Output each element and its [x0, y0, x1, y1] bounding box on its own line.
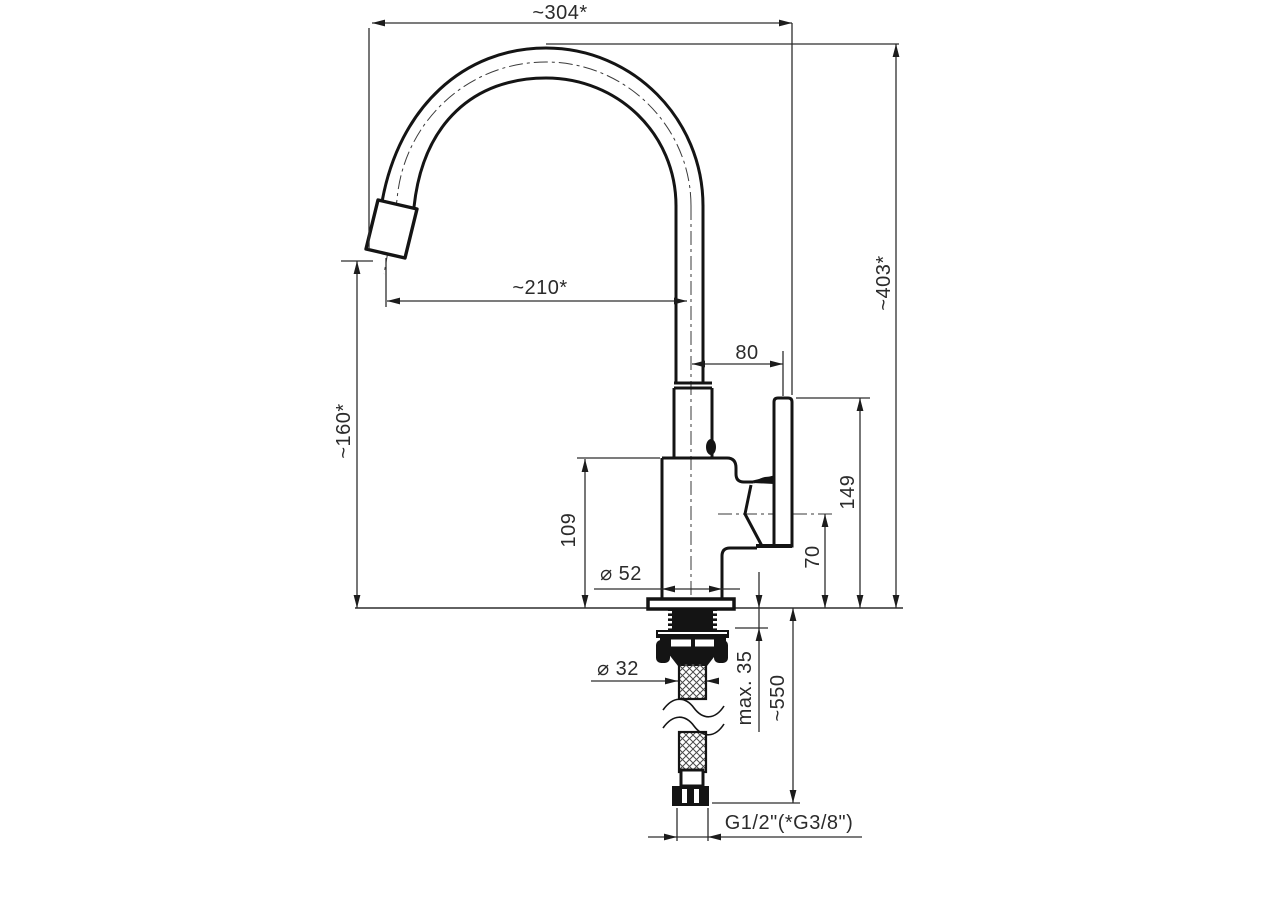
dim-shank-diameter: ⌀ 32 — [597, 658, 639, 680]
dim-spout-outlet-height: ~160* — [333, 403, 355, 459]
faucet-body — [660, 456, 775, 598]
dim-hose-length: ~550 — [767, 674, 789, 722]
handle-lever — [756, 396, 794, 548]
dim-max-deck-thickness: max. 35 — [734, 650, 756, 726]
supply-hose — [662, 661, 725, 806]
dim-connection-thread: G1/2"(*G3/8") — [724, 812, 854, 834]
dim-overall-reach: ~304* — [532, 2, 588, 24]
setscrew — [706, 439, 716, 455]
hose-end-nut — [672, 786, 709, 806]
mounting-hardware — [656, 608, 729, 666]
dim-spout-reach: ~210* — [512, 277, 568, 299]
dim-overall-height: ~403* — [873, 255, 895, 311]
dim-handle-top-height: 149 — [837, 474, 859, 510]
dim-body-height: 109 — [558, 512, 580, 548]
dim-handle-offset: 80 — [735, 342, 759, 364]
spout-arc — [380, 46, 705, 209]
hose-break — [662, 698, 725, 736]
handle-fillet — [753, 476, 774, 484]
aerator — [364, 198, 419, 260]
base-flange — [646, 597, 736, 611]
dim-pivot-height: 70 — [802, 545, 824, 569]
hose-ferrule — [679, 768, 705, 788]
spout-tube — [672, 205, 714, 458]
dimension-arrows — [353, 19, 900, 841]
dim-base-diameter: ⌀ 52 — [600, 563, 642, 585]
dimension-lines — [341, 22, 899, 841]
centerline — [383, 61, 833, 602]
